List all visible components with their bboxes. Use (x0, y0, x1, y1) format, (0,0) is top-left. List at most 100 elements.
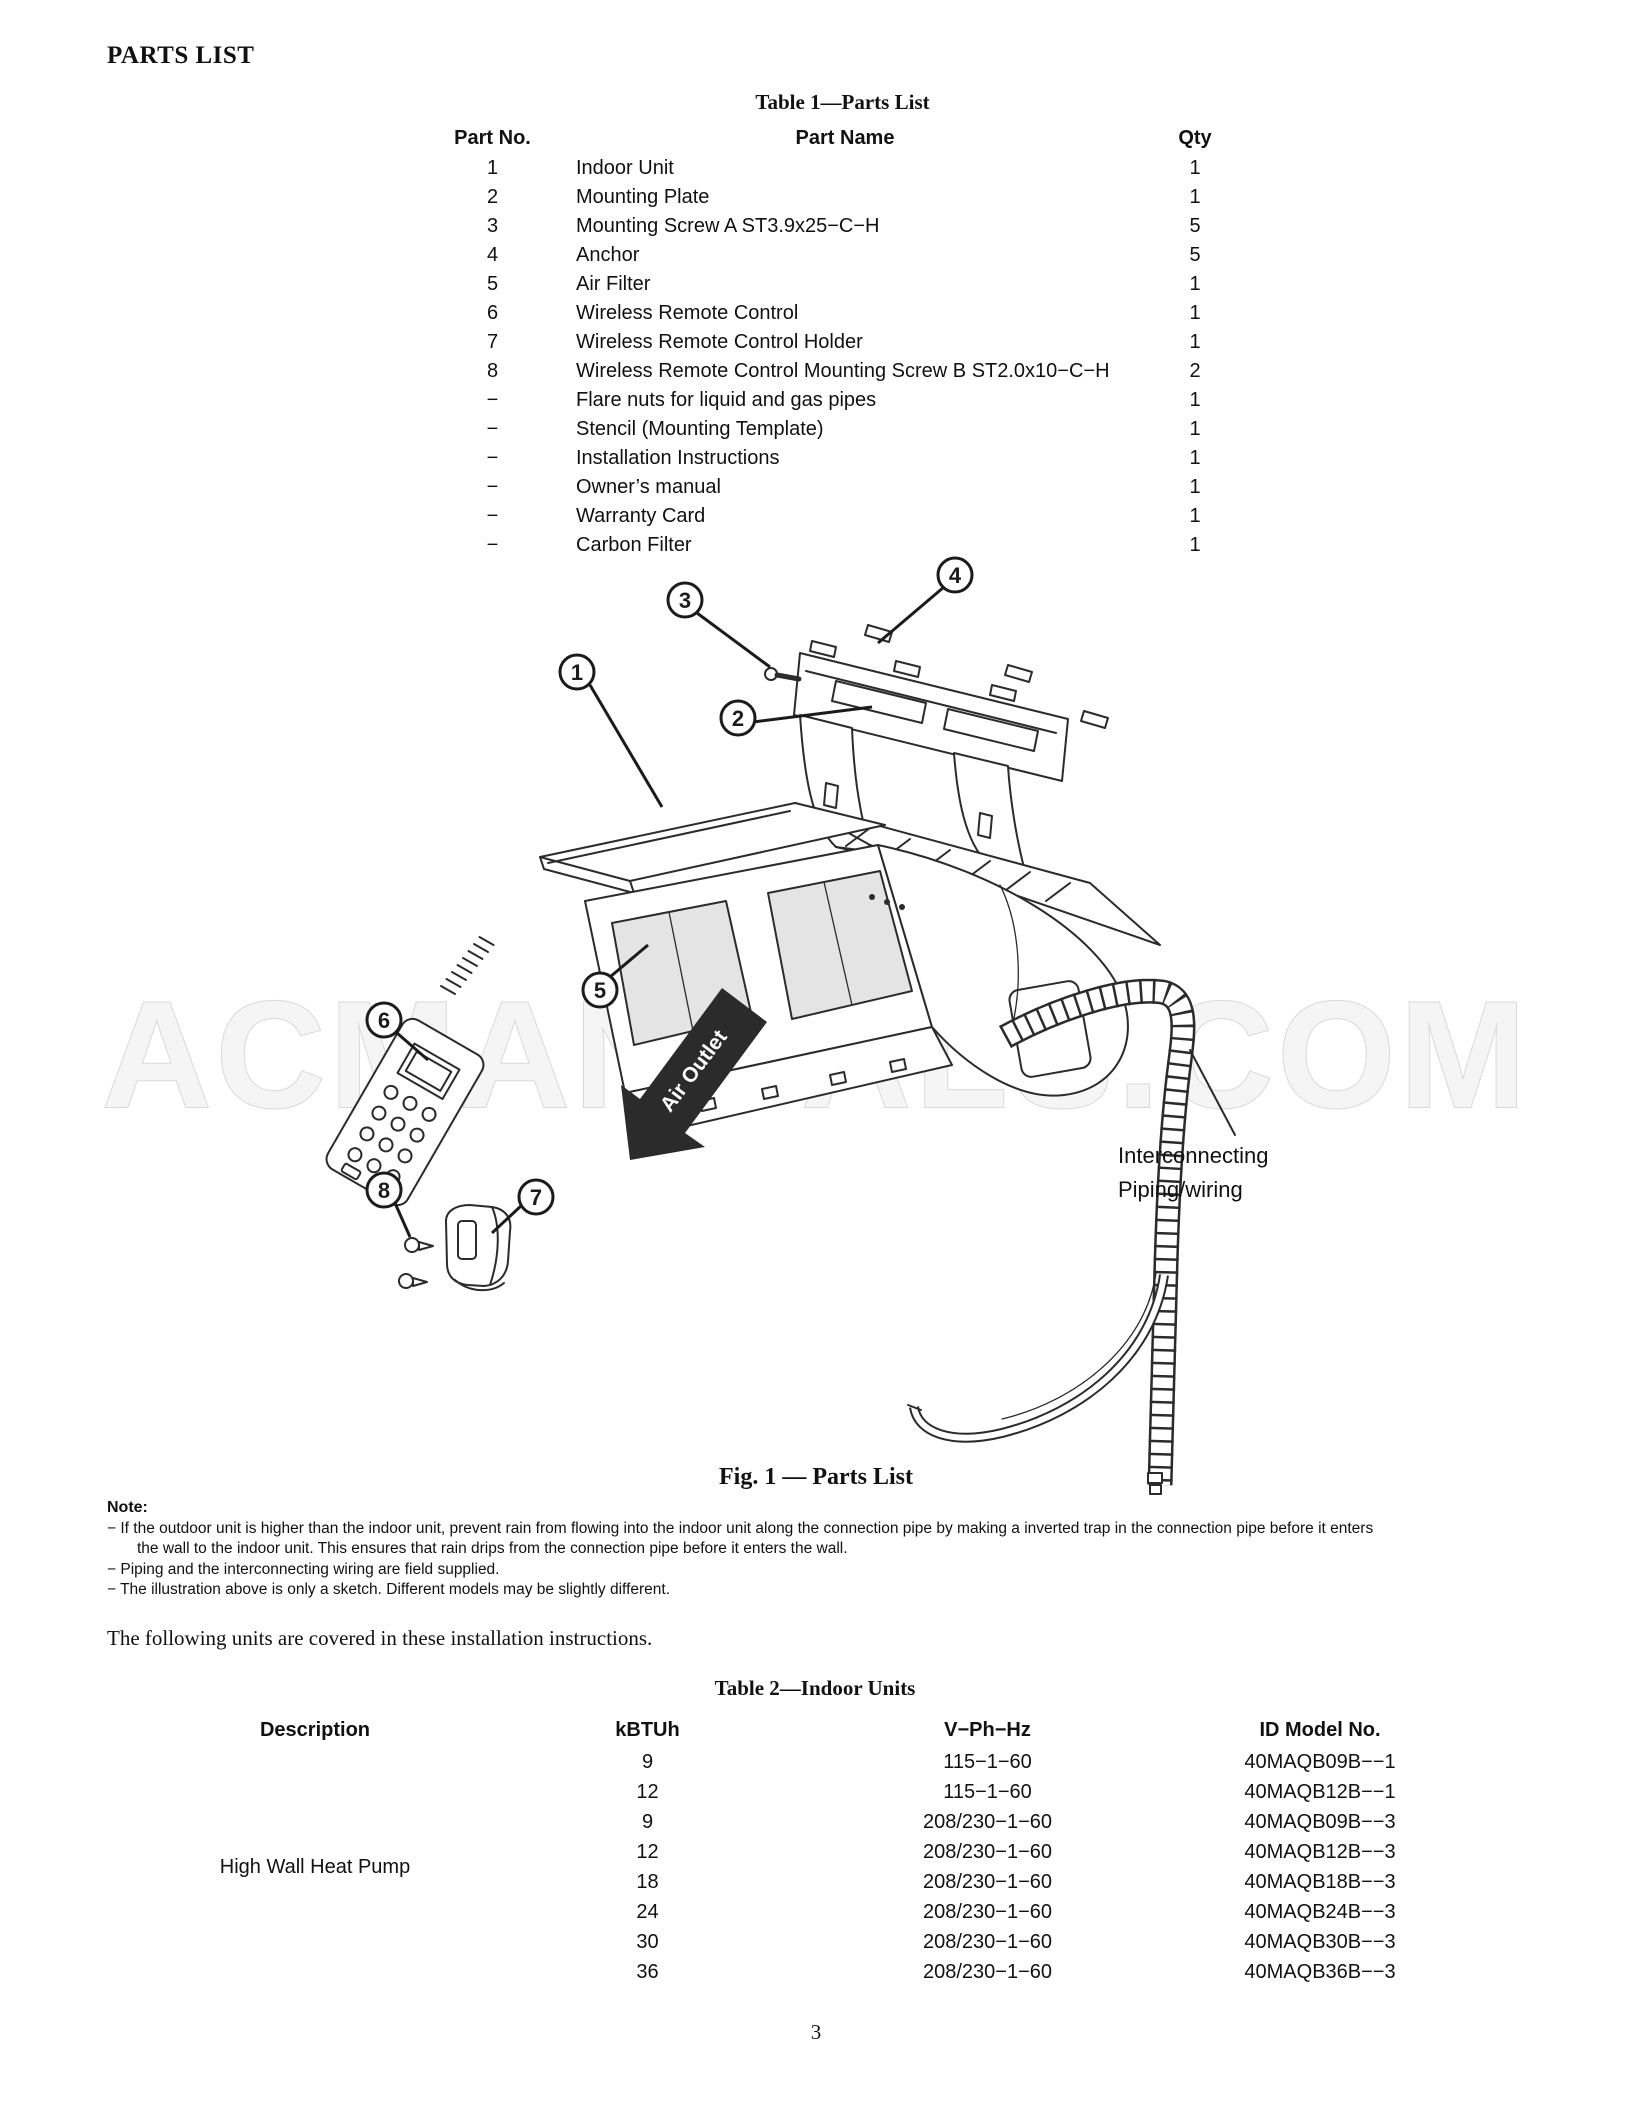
page-title: PARTS LIST (107, 42, 255, 69)
indoor-units-section: Table 2—Indoor Units Description kBTUh V… (150, 1676, 1480, 1987)
table-row: −Stencil (Mounting Template)1 (410, 415, 1275, 444)
part-no: − (486, 534, 499, 556)
note-label: Note: (107, 1499, 148, 1516)
svg-text:1: 1 (571, 660, 583, 685)
part-no: 1 (486, 157, 499, 179)
table-row: 5 Air Filter 1 (410, 270, 1275, 299)
model-number: 40MAQB36B−−3 (1244, 1961, 1396, 1983)
indoor-unit-drawing (539, 802, 1161, 1136)
kbtuh-value: 9 (641, 1751, 654, 1773)
parts-diagram-figure: ACMANUALS.COM (0, 545, 1632, 1500)
part-qty: 1 (1189, 273, 1201, 295)
unit-description: High Wall Heat Pump (219, 1856, 411, 1878)
kbtuh-value: 30 (636, 1931, 659, 1953)
part-no: 6 (486, 302, 499, 324)
part-qty: 1 (1189, 389, 1201, 411)
part-qty: 5 (1189, 244, 1201, 266)
vphhz-value: 208/230−1−60 (922, 1871, 1053, 1893)
table2-title: Table 2—Indoor Units (714, 1676, 916, 1700)
part-name: Mounting Screw A ST3.9x25−C−H (576, 215, 880, 237)
part-no: − (486, 476, 499, 498)
parts-list-section: Table 1—Parts List Part No. Part Name Qt… (410, 90, 1275, 560)
part-no: − (486, 505, 499, 527)
note-line: − Piping and the interconnecting wiring … (107, 1560, 500, 1578)
note-line-continued: the wall to the indoor unit. This ensure… (137, 1540, 848, 1557)
part-name: Stencil (Mounting Template) (576, 418, 824, 440)
part-qty: 1 (1189, 302, 1201, 324)
vphhz-value: 208/230−1−60 (922, 1901, 1053, 1923)
table1-col-part-name: Part Name (795, 127, 895, 149)
part-no: − (486, 447, 499, 469)
piping-label-group: Interconnecting Piping/wiring (1118, 1049, 1268, 1202)
figure-caption: Fig. 1 — Parts List (719, 1464, 913, 1490)
part-no: 5 (486, 273, 499, 295)
part-no: 3 (486, 215, 499, 237)
callout-1-indoor-unit: 1 (558, 653, 596, 691)
part-name: Owner’s manual (576, 476, 721, 498)
table-row: 4 Anchor 5 (410, 241, 1275, 270)
kbtuh-value: 12 (636, 1781, 659, 1803)
callout-3-mounting-screw: 3 (666, 581, 704, 619)
piping-label-line2: Piping/wiring (1118, 1177, 1243, 1202)
vphhz-value: 208/230−1−60 (922, 1841, 1053, 1863)
part-name: Wireless Remote Control Holder (576, 331, 863, 353)
kbtuh-value: 9 (641, 1811, 654, 1833)
part-name: Wireless Remote Control (576, 302, 799, 324)
part-qty: 1 (1189, 476, 1201, 498)
model-number: 40MAQB12B−−1 (1244, 1781, 1396, 1803)
table1-header-row: Part No. Part Name Qty (410, 123, 1275, 154)
svg-text:6: 6 (378, 1008, 390, 1033)
part-name: Air Filter (576, 273, 651, 295)
table2-col-kbtuh: kBTUh (615, 1719, 680, 1741)
page-number: 3 (810, 2020, 822, 2044)
part-qty: 1 (1189, 447, 1201, 469)
note-line: − If the outdoor unit is higher than the… (107, 1519, 1374, 1537)
part-name: Installation Instructions (576, 447, 780, 469)
callout-2-mounting-plate: 2 (719, 699, 757, 737)
part-name: Anchor (576, 244, 640, 266)
callout-leader-lines (393, 585, 945, 1238)
part-no: 7 (486, 331, 499, 353)
indoor-units-table: Description kBTUh V−Ph−Hz ID Model No. H… (150, 1713, 1480, 1987)
piping-label-line1: Interconnecting (1118, 1143, 1268, 1168)
table-row: 7 Wireless Remote Control Holder 1 (410, 328, 1275, 357)
part-qty: 1 (1189, 418, 1201, 440)
vphhz-value: 115−1−60 (943, 1751, 1032, 1773)
part-qty: 1 (1189, 505, 1201, 527)
kbtuh-value: 18 (636, 1871, 659, 1893)
vphhz-value: 115−1−60 (943, 1781, 1032, 1803)
svg-text:4: 4 (949, 563, 962, 588)
svg-text:3: 3 (679, 588, 691, 613)
part-qty: 1 (1189, 534, 1201, 556)
table2-col-vphhz: V−Ph−Hz (944, 1719, 1031, 1741)
table-row: − Owner’s manual 1 (410, 473, 1275, 502)
part-qty: 1 (1189, 157, 1201, 179)
part-qty: 1 (1189, 331, 1201, 353)
table-row: 6 Wireless Remote Control 1 (410, 299, 1275, 328)
vphhz-value: 208/230−1−60 (922, 1961, 1053, 1983)
remote-holder-drawing (398, 1204, 512, 1292)
callout-7-remote-holder: 7 (517, 1178, 555, 1216)
table2-header-row: Description kBTUh V−Ph−Hz ID Model No. (150, 1713, 1480, 1747)
callout-6-remote-control: 6 (365, 1001, 403, 1039)
notes-section: Note: − If the outdoor unit is higher th… (107, 1498, 1537, 1601)
part-name: Wireless Remote Control Mounting Screw B… (576, 360, 1110, 382)
table1-title: Table 1—Parts List (755, 90, 930, 114)
callout-8-remote-screws: 8 (365, 1171, 403, 1209)
table1-col-part-no: Part No. (454, 127, 531, 149)
part-no: 4 (486, 244, 499, 266)
table1-col-qty: Qty (1178, 127, 1212, 149)
parts-diagram-drawing: ACMANUALS.COM (101, 556, 1527, 1495)
